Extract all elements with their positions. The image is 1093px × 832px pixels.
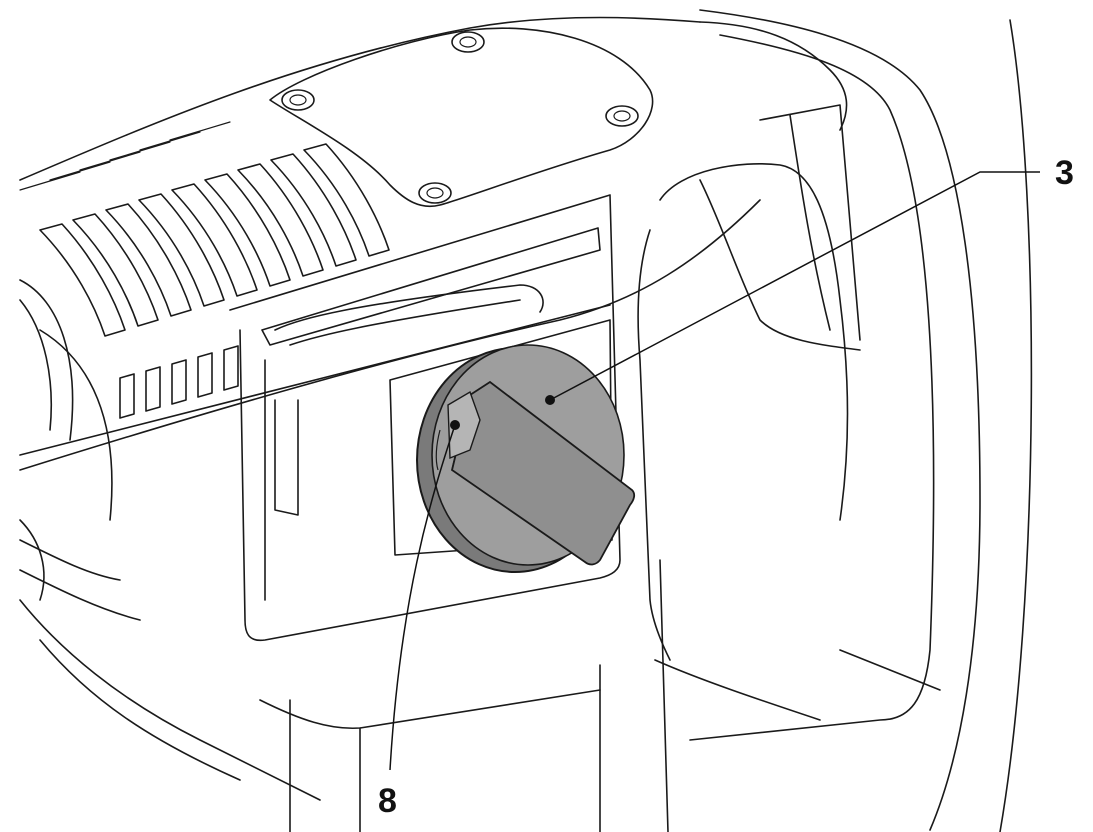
vent-slot [105, 203, 192, 317]
callout-3-leader [549, 171, 1040, 401]
vent-rib [169, 121, 231, 141]
callout-3-label: 3 [1055, 154, 1074, 192]
screw [605, 105, 639, 127]
rear-handle [637, 9, 1033, 832]
vent-slot [119, 373, 135, 419]
vent-slot [171, 359, 187, 405]
vent-slot [197, 352, 213, 398]
screw [281, 89, 315, 111]
vent-slot [303, 143, 390, 257]
screw [451, 31, 485, 53]
lower-frame [289, 664, 601, 832]
ventilation-slots-upper [19, 121, 390, 337]
vent-slot [39, 223, 126, 337]
lock-button [435, 390, 481, 471]
vent-slot [270, 153, 357, 267]
callout-8: 8 [378, 420, 460, 820]
vent-slot [138, 193, 225, 307]
vent-slot [145, 366, 161, 412]
callout-8-leader [389, 424, 456, 771]
callout-3: 3 [545, 154, 1074, 405]
vent-slot [171, 183, 258, 297]
vent-rib [19, 171, 81, 191]
vent-rib [79, 151, 141, 171]
vent-slot [72, 213, 159, 327]
vent-rib [49, 161, 111, 181]
screw [418, 182, 452, 204]
ventilation-slots-lower [119, 345, 239, 419]
vent-rib [109, 141, 171, 161]
mode-selector-knob [416, 344, 636, 573]
knob-lever [450, 380, 636, 566]
vent-rib [139, 131, 201, 151]
selector-recess [229, 194, 621, 642]
vent-slot [204, 173, 291, 287]
tool-housing [19, 16, 848, 801]
top-cover-plate [269, 27, 654, 207]
vent-slot [223, 345, 239, 391]
vent-slot [237, 163, 324, 277]
callout-8-label: 8 [378, 782, 397, 820]
